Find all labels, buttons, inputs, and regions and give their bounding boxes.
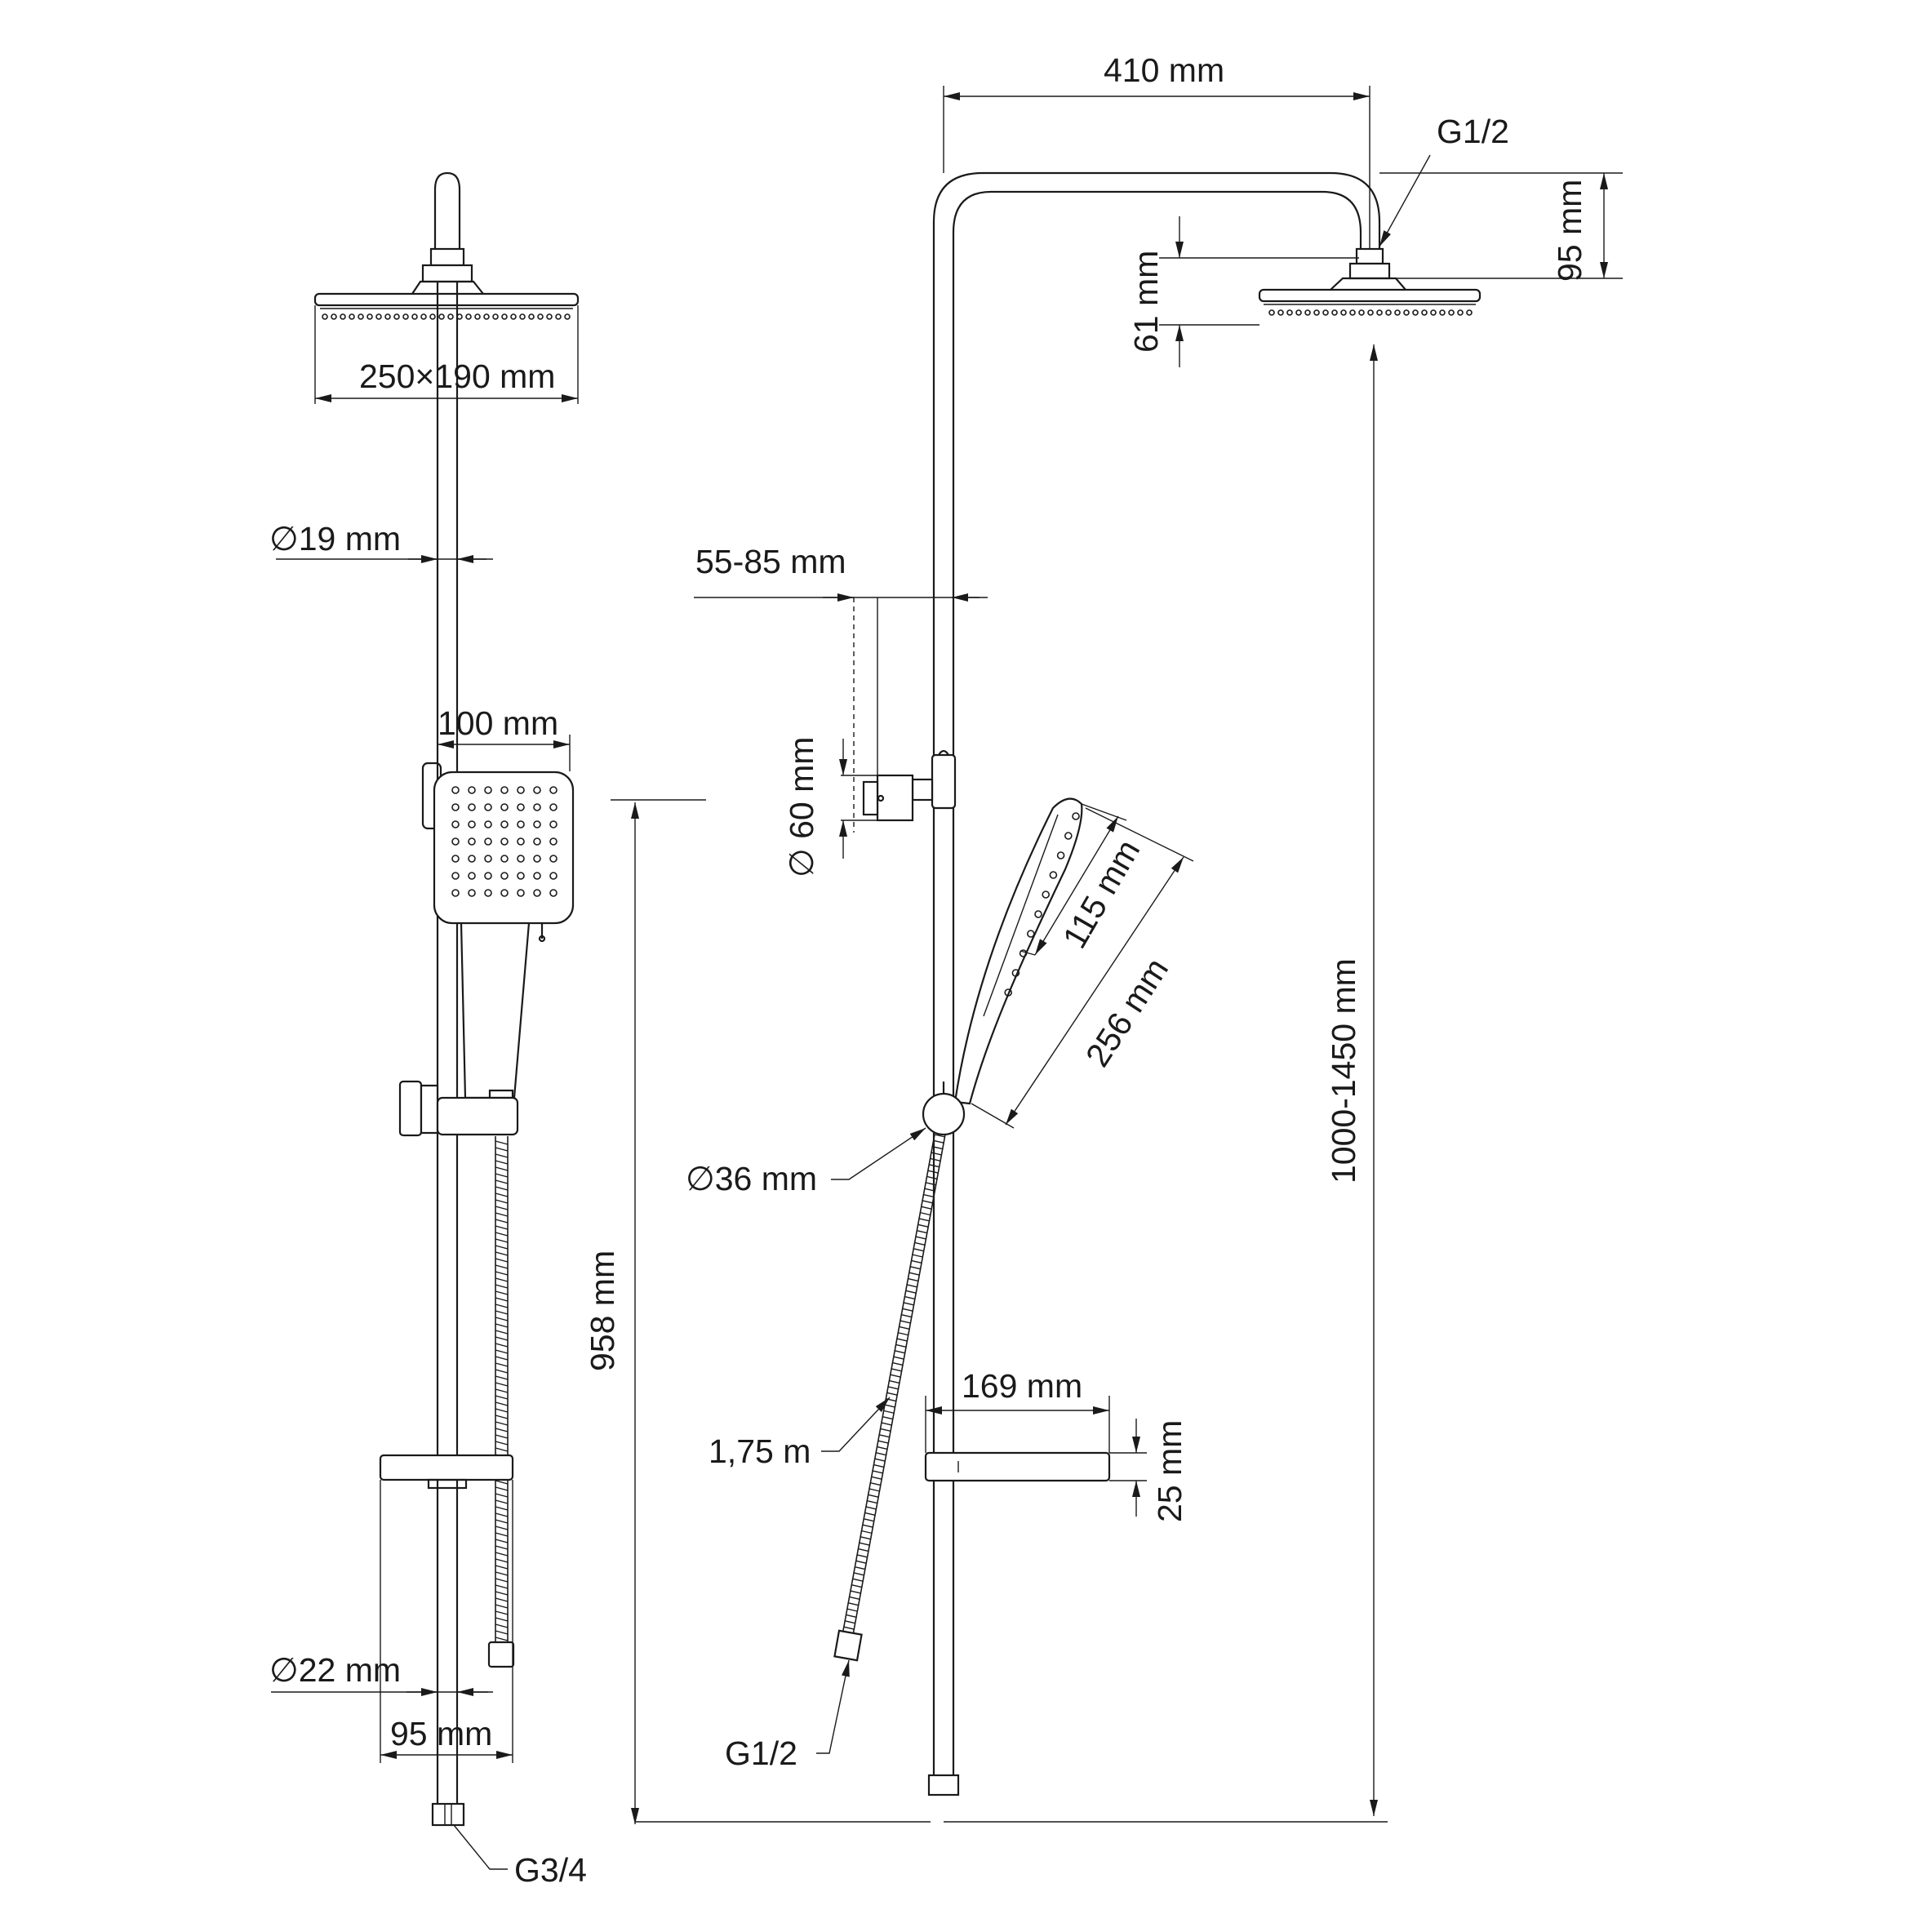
wall-distance-label: 55-85 mm	[695, 543, 846, 580]
rain-nozzles	[322, 313, 571, 320]
hose-connector-side	[833, 1629, 863, 1662]
slider-knob	[398, 1080, 423, 1137]
front-view: 250×190 mm ∅19 mm 100 mm 958 mm ∅22 mm 9…	[269, 171, 706, 1889]
hand-length-label: 256 mm	[1078, 952, 1175, 1073]
rain-size-label: 250×190 mm	[359, 358, 555, 395]
hand-shower-nozzles	[451, 786, 558, 897]
soap-shelf-side	[924, 1451, 1111, 1482]
hose-connector-front	[487, 1641, 515, 1668]
head-height-label: 61 mm	[1127, 251, 1165, 353]
hose-thread-label: G1/2	[725, 1734, 797, 1772]
rod-inner	[952, 190, 1362, 759]
rod-outer	[932, 171, 1381, 759]
hand-shower-face-front	[433, 771, 575, 925]
rain-shower-head-front	[313, 292, 580, 307]
holder-diameter-label: ∅ 60 mm	[783, 737, 820, 877]
hand-shower-side	[953, 797, 1083, 1105]
inlet-connector	[431, 1802, 465, 1827]
head-width-label: 410 mm	[1104, 51, 1224, 89]
hand-width-label: 100 mm	[438, 704, 558, 742]
shelf-thickness-label: 25 mm	[1151, 1420, 1188, 1522]
height-range-label: 1000-1450 mm	[1325, 958, 1362, 1184]
side-view: 410 mm G1/2 95 mm 61 mm 1000-1450 mm 55-…	[635, 51, 1623, 1823]
rain-shower-head-side	[1258, 288, 1482, 303]
shelf-depth-label: 169 mm	[962, 1367, 1082, 1405]
inlet-thread-label: G3/4	[514, 1851, 587, 1889]
soap-shelf-front	[379, 1454, 514, 1481]
rod-bottom-cap	[927, 1774, 960, 1797]
head-thread-label: G1/2	[1437, 113, 1509, 150]
mixer-diameter-label: ∅36 mm	[686, 1160, 817, 1197]
head-offset-label: 95 mm	[1551, 180, 1588, 282]
hose-length-label: 1,75 m	[709, 1432, 811, 1470]
rain-nozzles-side	[1268, 309, 1473, 316]
shelf-95-label: 95 mm	[390, 1715, 492, 1752]
rod-diameter-19-label: ∅19 mm	[269, 520, 401, 557]
slider-holder	[436, 1096, 519, 1136]
height-958-label: 958 mm	[584, 1250, 621, 1371]
hose-front	[495, 1140, 509, 1641]
hose-side	[842, 1134, 946, 1637]
rod-diameter-22-label: ∅22 mm	[269, 1651, 401, 1689]
mixer-knob	[922, 1092, 966, 1136]
